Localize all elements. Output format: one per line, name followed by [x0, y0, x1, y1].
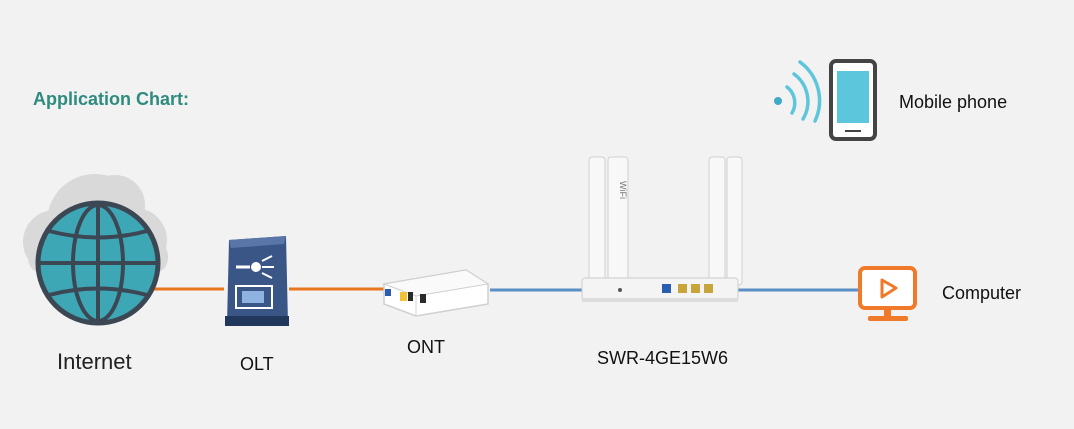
- node-label-ont: ONT: [407, 337, 445, 357]
- wifi-signal-icon: [774, 60, 822, 123]
- node-label-router: SWR-4GE15W6: [597, 348, 729, 368]
- diagram-title: Application Chart:: [33, 89, 189, 109]
- node-label-mobile: Mobile phone: [899, 92, 1008, 112]
- monitor-icon: [858, 266, 917, 321]
- node-label-internet: Internet: [57, 349, 132, 374]
- olt-device-icon: [225, 236, 289, 326]
- smartphone-icon: [829, 59, 877, 141]
- wifi-router-icon: WiFi: [581, 156, 743, 302]
- ont-device-icon: [382, 269, 490, 317]
- router-brand-text: WiFi: [618, 181, 628, 199]
- globe-cloud-icon: [23, 174, 168, 326]
- node-label-olt: OLT: [240, 354, 274, 374]
- node-label-computer: Computer: [942, 283, 1022, 303]
